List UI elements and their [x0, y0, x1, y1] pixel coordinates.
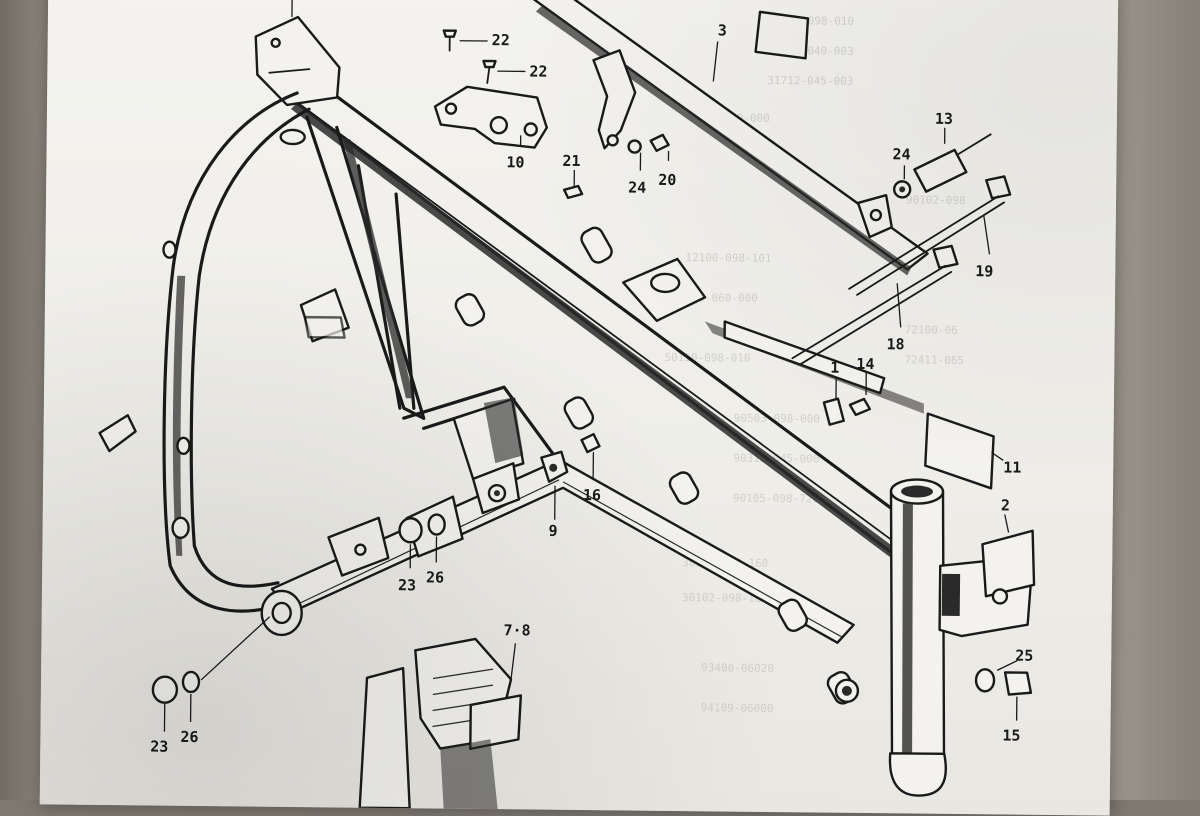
callout-9: 9	[548, 522, 557, 540]
callout-23-lower: 23	[150, 738, 168, 756]
part-11-plate	[924, 412, 995, 490]
callout-22-lower: 22	[529, 62, 547, 80]
callout-26-middle: 26	[426, 568, 444, 586]
svg-text:30102-098-160: 30102-098-160	[682, 591, 768, 605]
callout-21: 21	[562, 152, 580, 170]
svg-text:94109-06000: 94109-06000	[701, 701, 774, 715]
callout-2: 2	[1001, 496, 1010, 514]
part-3-rail	[532, 0, 929, 276]
svg-text:90503-098-000: 90503-098-000	[734, 412, 820, 426]
leader-lines	[163, 0, 1018, 732]
callout-11: 11	[1003, 458, 1021, 476]
callout-20: 20	[658, 171, 676, 189]
svg-text:90105-098-720: 90105-098-720	[733, 492, 819, 506]
callout-19: 19	[975, 262, 993, 280]
callout-10: 10	[506, 153, 524, 171]
callout-labels: 22 22 3 10 21 24 20 13 24 19 18 1 14 11 …	[150, 21, 1033, 756]
callout-24-right: 24	[892, 145, 910, 163]
catalog-page: 31100-098-010 31712-040-003 31712-045-00…	[39, 0, 1119, 816]
part-2-bracket	[938, 529, 1036, 638]
callout-14: 14	[856, 355, 874, 373]
callout-22-upper: 22	[492, 31, 510, 49]
main-frame	[98, 15, 947, 797]
fasteners	[151, 29, 1033, 704]
callout-13: 13	[935, 110, 953, 128]
svg-text:72411-065: 72411-065	[904, 353, 964, 367]
svg-text:90102-098: 90102-098	[906, 193, 966, 207]
label-plate-top	[754, 10, 810, 60]
svg-text:31712-045-003: 31712-045-003	[767, 74, 853, 88]
callout-18: 18	[886, 335, 904, 353]
callout-3: 3	[718, 21, 727, 39]
callout-1: 1	[830, 359, 839, 377]
svg-text:93400-06020: 93400-06020	[701, 661, 774, 675]
part-10-plate	[433, 85, 548, 149]
svg-text:72100-06: 72100-06	[905, 323, 958, 337]
svg-text:50110-098-010: 50110-098-010	[664, 351, 750, 365]
callout-16: 16	[583, 486, 601, 504]
callout-7-8: 7·8	[503, 621, 530, 639]
callout-25: 25	[1015, 647, 1033, 665]
callout-24-upper: 24	[628, 179, 646, 197]
part-7-8-holder	[358, 637, 523, 810]
callout-15: 15	[1002, 726, 1020, 744]
callout-26-lower: 26	[180, 728, 198, 746]
svg-text:12100-098-101: 12100-098-101	[685, 251, 771, 265]
frame-exploded-diagram: 31100-098-010 31712-040-003 31712-045-00…	[98, 0, 1036, 810]
callout-23-middle: 23	[398, 576, 416, 594]
